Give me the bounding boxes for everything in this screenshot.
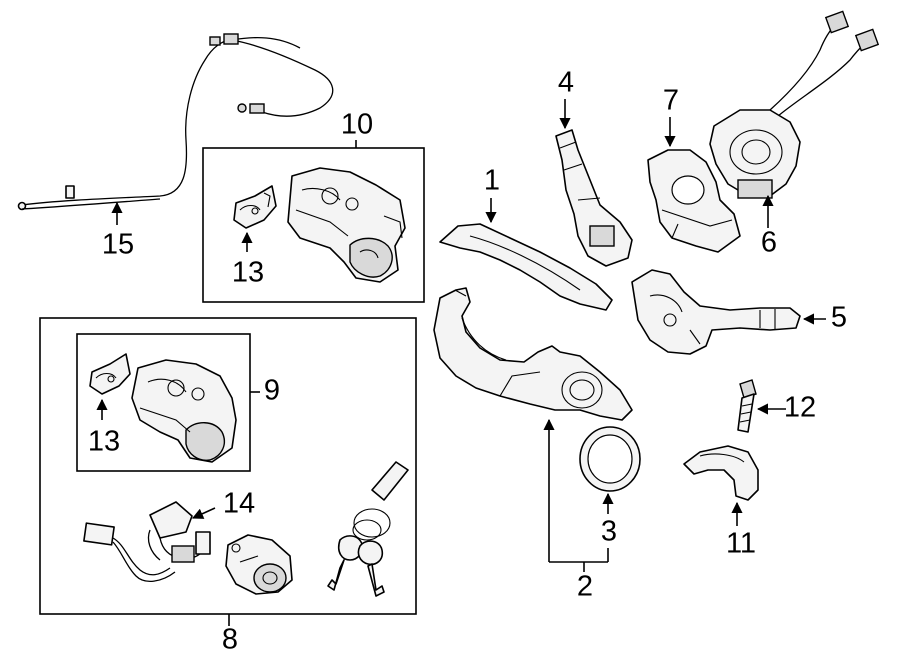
- callout-9: 9: [264, 375, 280, 407]
- box-10: [202, 147, 425, 303]
- keys-and-fob: [327, 461, 409, 597]
- callout-11: 11: [726, 528, 756, 560]
- part-10-lock-housing: [287, 167, 406, 283]
- callout-10: 10: [341, 109, 373, 141]
- callout-13-a: 13: [232, 257, 264, 289]
- part-15-cable: [17, 33, 334, 211]
- callout-7: 7: [663, 85, 679, 117]
- part-12-bolt: [737, 379, 757, 433]
- part-3-ring: [579, 426, 641, 492]
- ignition-cylinder: [225, 534, 293, 595]
- box-9: [76, 333, 251, 472]
- callout-5: 5: [831, 302, 847, 334]
- callout-14: 14: [223, 488, 255, 520]
- part-13-bracket-b: [89, 353, 131, 395]
- callout-2: 2: [577, 571, 593, 603]
- part-13-bracket-a: [233, 185, 277, 229]
- part-1-upper-cover: [439, 223, 613, 311]
- part-5-light-switch: [631, 269, 801, 355]
- callout-12: 12: [784, 392, 816, 424]
- callout-8: 8: [222, 624, 238, 656]
- callout-13-b: 13: [88, 426, 120, 458]
- callout-1: 1: [484, 165, 500, 197]
- part-14-harness: [83, 501, 211, 582]
- part-4-wiper-switch: [555, 129, 633, 267]
- part-6-clock-spring: [709, 10, 880, 199]
- callout-15: 15: [102, 229, 134, 261]
- callout-6: 6: [761, 227, 777, 259]
- part-7-sensor: [647, 149, 741, 253]
- part-11-clamp: [683, 445, 759, 501]
- part-2-lower-cover: [433, 287, 633, 421]
- callout-4: 4: [558, 67, 574, 99]
- box-8: [39, 317, 417, 615]
- part-9-lock-housing: [131, 359, 237, 463]
- callout-3: 3: [601, 516, 617, 548]
